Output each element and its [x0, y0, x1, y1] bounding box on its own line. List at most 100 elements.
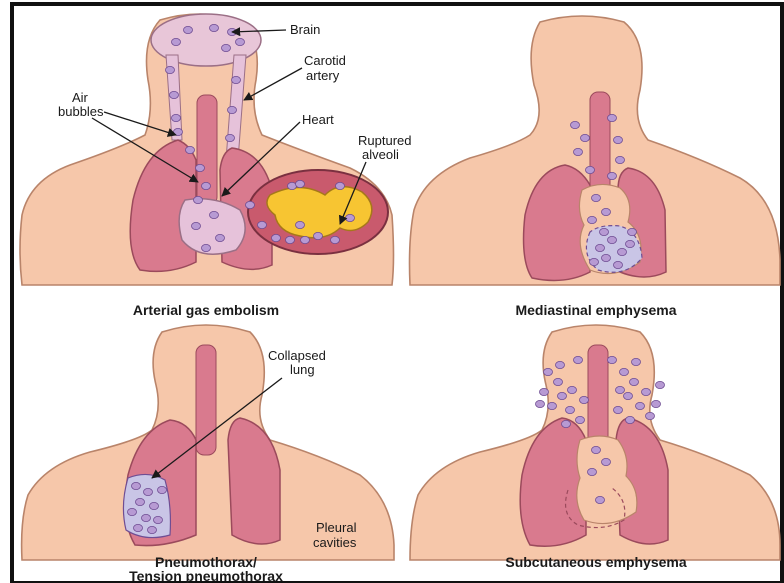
air-bubble: [616, 156, 625, 163]
panel-subcutaneous-emphysema: Subcutaneous emphysema: [410, 325, 780, 570]
panel-mediastinal-emphysema: Mediastinal emphysema: [410, 16, 781, 318]
air-bubble: [202, 244, 211, 251]
air-bubble: [142, 514, 151, 521]
air-bubble: [194, 196, 203, 203]
air-bubble: [576, 416, 585, 423]
air-bubble: [336, 182, 345, 189]
air-bubble: [216, 234, 225, 241]
label-artery: artery: [306, 68, 340, 83]
heart: [179, 199, 245, 254]
air-bubble: [596, 244, 605, 251]
air-bubble: [196, 164, 205, 171]
air-bubble: [616, 386, 625, 393]
air-bubble: [602, 254, 611, 261]
air-bubble: [614, 261, 623, 268]
air-bubble: [301, 236, 310, 243]
air-bubble: [592, 446, 601, 453]
air-bubble: [331, 236, 340, 243]
air-bubble: [566, 406, 575, 413]
air-bubble: [554, 378, 563, 385]
label-ruptured: Ruptured: [358, 133, 411, 148]
air-bubble: [618, 248, 627, 255]
air-bubble: [202, 182, 211, 189]
air-bubble: [592, 194, 601, 201]
air-bubble: [136, 498, 145, 505]
air-bubble: [150, 502, 159, 509]
air-bubble: [232, 76, 241, 83]
trachea: [196, 345, 216, 455]
air-bubble: [548, 402, 557, 409]
air-bubble: [581, 134, 590, 141]
air-bubble: [158, 486, 167, 493]
air-bubble: [608, 114, 617, 121]
air-bubble: [580, 396, 589, 403]
label-alveoli: alveoli: [362, 147, 399, 162]
panel-arterial-gas-embolism: Brain Carotid artery Air bubbles Heart R…: [20, 14, 411, 318]
label-collapsed: Collapsed: [268, 348, 326, 363]
caption-arterial: Arterial gas embolism: [133, 302, 279, 318]
air-bubble: [210, 211, 219, 218]
air-bubble: [172, 114, 181, 121]
air-bubble: [624, 392, 633, 399]
collapsed-lung: [123, 474, 170, 537]
air-bubble: [571, 121, 580, 128]
air-bubble: [544, 368, 553, 375]
label-pleural: Pleural: [316, 520, 357, 535]
air-bubble: [608, 172, 617, 179]
air-bubble: [296, 221, 305, 228]
air-bubble: [646, 412, 655, 419]
air-bubble: [600, 228, 609, 235]
air-bubble: [596, 496, 605, 503]
label-lung: lung: [290, 362, 315, 377]
label-heart: Heart: [302, 112, 334, 127]
air-bubble: [144, 488, 153, 495]
air-bubble: [170, 91, 179, 98]
air-bubble: [346, 214, 355, 221]
label-cavities: cavities: [313, 535, 357, 550]
air-bubble: [296, 180, 305, 187]
air-bubble: [586, 166, 595, 173]
air-bubble: [132, 482, 141, 489]
air-bubble: [632, 358, 641, 365]
air-bubble: [558, 392, 567, 399]
right-lung: [228, 418, 280, 544]
caption-pneumothorax-2: Tension pneumothorax: [129, 568, 283, 583]
air-bubble: [636, 402, 645, 409]
air-bubble: [602, 208, 611, 215]
air-bubble: [628, 228, 637, 235]
air-bubble: [166, 66, 175, 73]
air-bubble: [602, 458, 611, 465]
caption-mediastinal: Mediastinal emphysema: [515, 302, 676, 318]
air-bubble: [258, 221, 267, 228]
air-bubble: [184, 26, 193, 33]
air-bubble: [588, 468, 597, 475]
panel-pneumothorax: Collapsed lung Pleural cavities Pneumoth…: [22, 325, 394, 583]
air-bubble: [626, 416, 635, 423]
air-bubble: [590, 258, 599, 265]
air-bubble: [614, 406, 623, 413]
air-bubble: [314, 232, 323, 239]
air-bubble: [588, 216, 597, 223]
air-bubble: [192, 222, 201, 229]
air-bubble: [272, 234, 281, 241]
air-bubble: [172, 38, 181, 45]
air-bubble: [574, 148, 583, 155]
air-bubble: [128, 508, 137, 515]
air-bubble: [620, 368, 629, 375]
air-bubble: [148, 526, 157, 533]
air-bubble: [228, 106, 237, 113]
air-bubble: [222, 44, 231, 51]
air-bubble: [134, 524, 143, 531]
air-bubble: [656, 381, 665, 388]
air-bubble: [626, 240, 635, 247]
label-bubbles: bubbles: [58, 104, 104, 119]
air-bubble: [236, 38, 245, 45]
air-bubble: [536, 400, 545, 407]
air-bubble: [608, 356, 617, 363]
air-bubble: [614, 136, 623, 143]
air-bubble: [652, 400, 661, 407]
air-bubble: [556, 361, 565, 368]
air-bubble: [286, 236, 295, 243]
air-bubble: [210, 24, 219, 31]
